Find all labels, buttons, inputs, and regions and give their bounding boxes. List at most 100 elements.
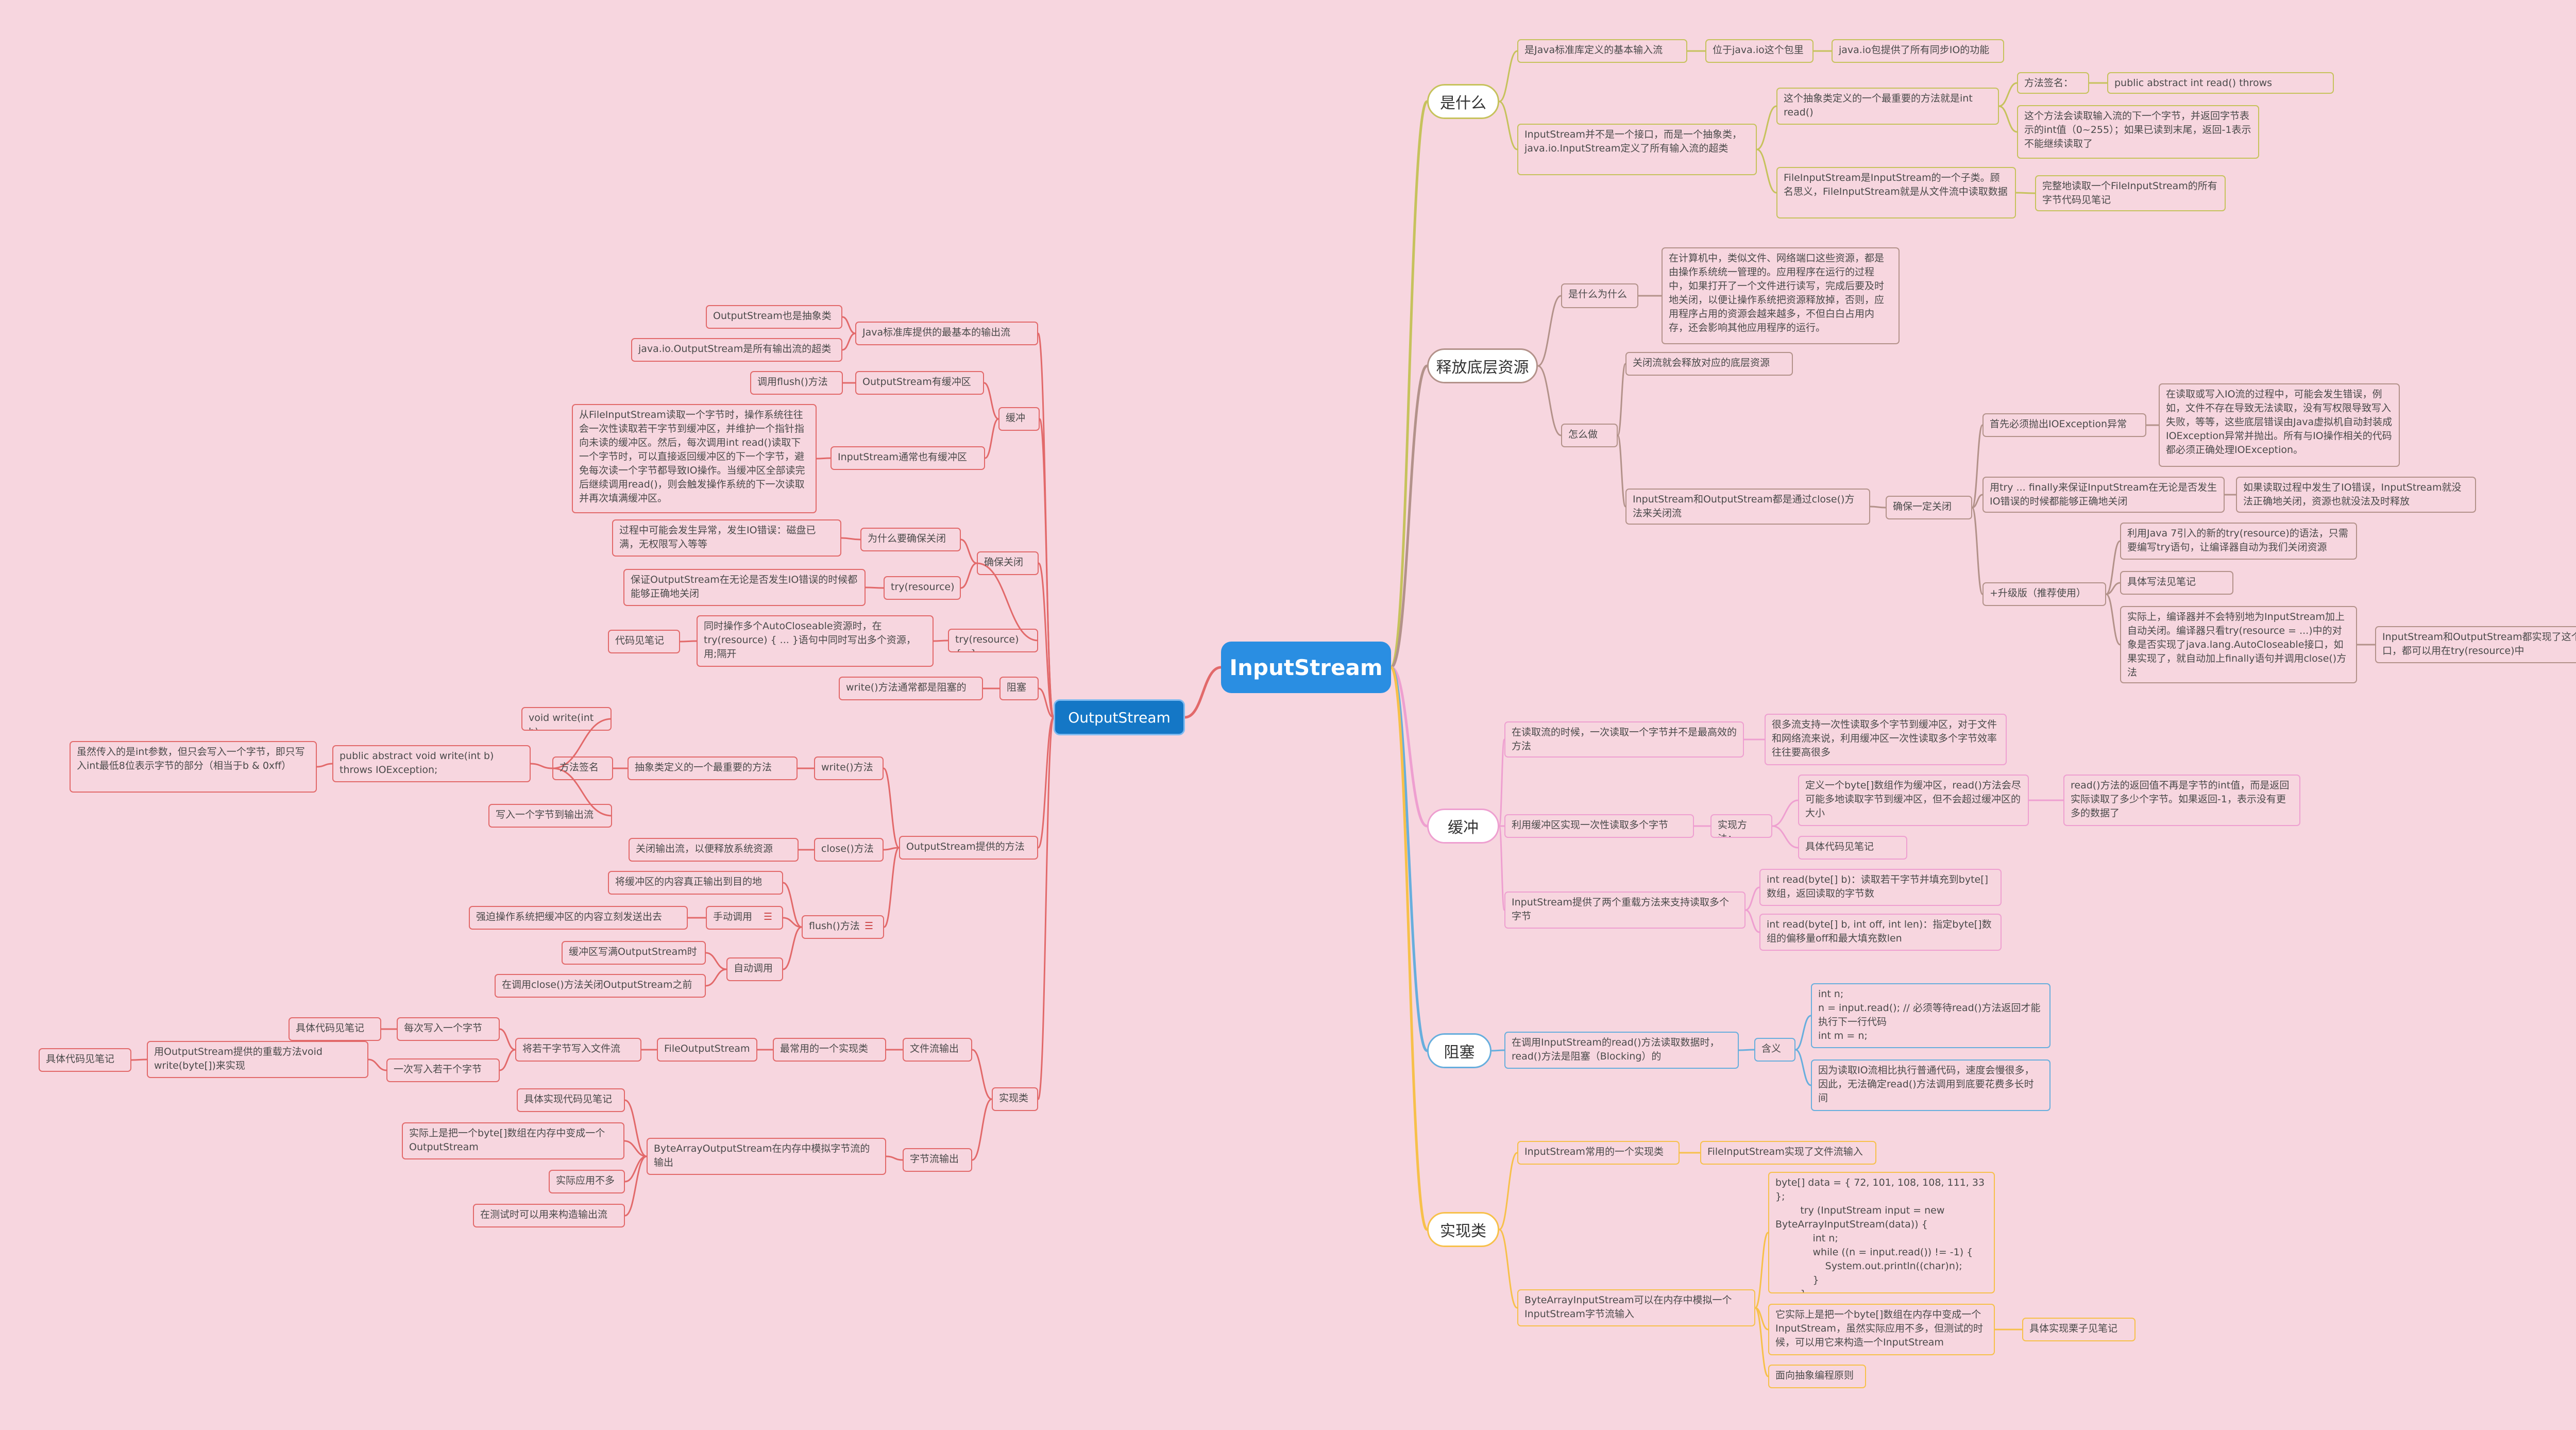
node-read-bytes[interactable]: int read(byte[] b)：读取若干字节并填充到byte[]数组，返回… <box>1759 869 2002 906</box>
node-implementation[interactable]: 实现方法： <box>1710 814 1772 838</box>
node-byte-output[interactable]: 字节流输出 <box>903 1148 972 1172</box>
node-try-finally[interactable]: 用try ... finally来保证InputStream在无论是否发生IO错… <box>1982 477 2225 513</box>
node-overloads[interactable]: InputStream提供了两个重载方法来支持读取多个字节 <box>1504 891 1745 929</box>
node-file-output[interactable]: 文件流输出 <box>903 1038 972 1062</box>
node-basic-output-stream[interactable]: Java标准库提供的最基本的输出流 <box>855 322 1038 345</box>
node-buffer-full[interactable]: 缓冲区写满OutputStream时 <box>562 941 706 965</box>
node-manual-call[interactable]: 手动调用 <box>706 906 783 930</box>
node-try-finally-reason[interactable]: 如果读取过程中发生了IO错误，InputStream就没法正确地关闭，资源也就没… <box>2236 477 2476 513</box>
node-example-notes[interactable]: 具体实现栗子见笔记 <box>2022 1318 2136 1341</box>
node-throw-ioexception[interactable]: 首先必须抛出IOException异常 <box>1982 413 2146 437</box>
node-read-multiple[interactable]: 利用缓冲区实现一次性读取多个字节 <box>1504 814 1694 838</box>
node-autocloseable[interactable]: 实际上，编译器并不会特别地为InputStream加上自动关闭。编译器只看try… <box>2120 606 2357 683</box>
node-ioexception-detail[interactable]: 在读取或写入IO流的过程中，可能会发生错误，例如，文件不存在导致无法读取，没有写… <box>2159 383 2400 467</box>
node-read-offset[interactable]: int read(byte[] b, int off, int len)：指定b… <box>1759 914 2002 951</box>
node-why-text[interactable]: 在计算机中，类似文件、网络端口这些资源，都是由操作系统统一管理的。应用程序在运行… <box>1662 247 1900 344</box>
node-byte-at-a-time[interactable]: 在读取流的时候，一次读取一个字节并不是最高效的方法 <box>1504 721 1744 758</box>
node-auto-call[interactable]: 自动调用 <box>726 957 783 981</box>
node-java-io-package[interactable]: 位于java.io这个包里 <box>1705 39 1814 63</box>
topic-buffer[interactable]: 缓冲 <box>1427 809 1499 844</box>
node-try-resource-out[interactable]: try(resource) <box>884 576 961 600</box>
node-meaning[interactable]: 含义 <box>1754 1038 1795 1062</box>
node-why[interactable]: 是什么为什么 <box>1561 283 1638 308</box>
output-stream-topic[interactable]: OutputStream <box>1054 699 1185 735</box>
node-low-8-bits[interactable]: 虽然传入的是int参数，但只会写入一个字节，即只写入int最低8位表示字节的部分… <box>70 741 317 793</box>
node-code-notes[interactable]: 具体代码见笔记 <box>1798 836 1907 860</box>
node-call-flush[interactable]: 调用flush()方法 <box>750 371 843 395</box>
node-code-sample[interactable]: byte[] data = { 72, 101, 108, 108, 111, … <box>1768 1172 1995 1293</box>
node-int-read[interactable]: 这个抽象类定义的一个最重要的方法就是int read() <box>1776 88 1999 125</box>
node-file-input-impl[interactable]: FileInputStream实现了文件流输入 <box>1700 1141 1876 1165</box>
node-see-notes[interactable]: 具体写法见笔记 <box>2120 571 2233 595</box>
node-signature-out[interactable]: 方法签名 <box>552 756 613 780</box>
node-write-blocking[interactable]: write()方法通常都是阻塞的 <box>839 677 983 700</box>
node-ensure-close[interactable]: 确保一定关闭 <box>1886 496 1972 519</box>
node-release-system[interactable]: 关闭输出流，以便释放系统资源 <box>629 838 799 862</box>
node-close-releases[interactable]: 关闭流就会释放对应的底层资源 <box>1625 352 1793 376</box>
node-output-buffer[interactable]: 缓冲 <box>998 407 1040 431</box>
topic-release-resources[interactable]: 释放底层资源 <box>1427 348 1538 383</box>
node-both-implement[interactable]: InputStream和OutputStream都实现了这个接口，都可以用在tr… <box>2375 626 2576 663</box>
collapse-marker-icon[interactable]: ☰ <box>764 911 773 922</box>
node-output-abstract[interactable]: OutputStream也是抽象类 <box>706 305 842 329</box>
node-output-impl[interactable]: 实现类 <box>992 1087 1038 1111</box>
node-baos-notes[interactable]: 具体实现代码见笔记 <box>517 1088 625 1112</box>
node-most-common[interactable]: 最常用的一个实现类 <box>773 1038 886 1062</box>
node-ensure-close-out[interactable]: 确保关闭 <box>977 551 1039 575</box>
node-how[interactable]: 怎么做 <box>1561 424 1618 447</box>
node-file-output-stream[interactable]: FileOutputStream <box>657 1038 757 1062</box>
node-close-method[interactable]: InputStream和OutputStream都是通过close()方法来关闭… <box>1625 489 1870 525</box>
node-read-return-count[interactable]: read()方法的返回值不再是字节的int值，而是返回实际读取了多少个字节。如果… <box>2063 775 2300 826</box>
node-abstract-principle[interactable]: 面向抽象编程原则 <box>1768 1365 1866 1388</box>
node-try-resource[interactable]: 利用Java 7引入的新的try(resource)的语法，只需要编写try语句… <box>2120 523 2357 560</box>
topic-implementations[interactable]: 实现类 <box>1427 1212 1499 1247</box>
node-byte-array-input[interactable]: ByteArrayInputStream可以在内存中模拟一个InputStrea… <box>1517 1289 1755 1326</box>
node-void-write[interactable]: void write(int b) <box>521 707 612 731</box>
node-flush-dest[interactable]: 将缓冲区的内容真正输出到目的地 <box>608 871 783 895</box>
node-read-all-bytes[interactable]: 完整地读取一个FileInputStream的所有字节代码见笔记 <box>2035 175 2226 211</box>
node-code-notes-out[interactable]: 代码见笔记 <box>608 630 680 653</box>
node-buffer-efficiency[interactable]: 很多流支持一次性读取多个字节到缓冲区，对于文件和网络流来说，利用缓冲区一次性读取… <box>1765 714 2007 765</box>
node-multi-resources[interactable]: 同时操作多个AutoCloseable资源时，在try(resource) { … <box>697 615 934 667</box>
node-abstract-class[interactable]: InputStream并不是一个接口，而是一个抽象类，java.io.Input… <box>1517 124 1757 175</box>
node-file-input-stream[interactable]: FileInputStream是InputStream的一个子类。顾名思义，Fi… <box>1776 167 2016 218</box>
node-signature-label[interactable]: 方法签名： <box>2017 72 2089 94</box>
topic-shi-shen-me[interactable]: 是什么 <box>1427 84 1499 119</box>
node-testing-use[interactable]: 在测试时可以用来构造输出流 <box>473 1204 625 1227</box>
node-input-has-buffer[interactable]: InputStream通常也有缓冲区 <box>831 446 985 470</box>
node-byte-array-buffer[interactable]: 定义一个byte[]数组作为缓冲区，read()方法会尽可能多地读取字节到缓冲区… <box>1798 775 2029 826</box>
node-one-byte-notes[interactable]: 具体代码见笔记 <box>289 1017 381 1041</box>
node-output-methods[interactable]: OutputStream提供的方法 <box>899 836 1038 860</box>
node-try-resource-text[interactable]: 保证OutputStream在无论是否发生IO错误的时候都能够正确地关闭 <box>623 569 866 606</box>
node-sync-io[interactable]: java.io包提供了所有同步IO的功能 <box>1832 39 2004 63</box>
node-write-method[interactable]: write()方法 <box>814 756 884 780</box>
node-write-byte-array[interactable]: 用OutputStream提供的重载方法void write(byte[])来实… <box>147 1041 368 1078</box>
node-common-impl[interactable]: InputStream常用的一个实现类 <box>1517 1141 1680 1165</box>
node-try-resource-multi[interactable]: try(resource){...} <box>948 629 1038 652</box>
node-before-close[interactable]: 在调用close()方法关闭OutputStream之前 <box>495 974 706 998</box>
node-basic-input-stream[interactable]: 是Java标准库定义的基本输入流 <box>1517 39 1687 63</box>
node-blocking-code[interactable]: int n; n = input.read(); // 必须等待read()方法… <box>1811 983 2050 1048</box>
node-many-bytes[interactable]: 一次写入若干个字节 <box>386 1058 500 1082</box>
node-blocking-reason[interactable]: 因为读取IO流相比执行普通代码，速度会慢很多，因此，无法确定read()方法调用… <box>1811 1059 2050 1111</box>
node-force-send[interactable]: 强迫操作系统把缓冲区的内容立刻发送出去 <box>469 906 688 930</box>
node-write-signature[interactable]: public abstract void write(int b) throws… <box>332 745 531 782</box>
node-why-close-text[interactable]: 过程中可能会发生异常，发生IO错误：磁盘已满，无权限写入等等 <box>612 519 841 557</box>
node-blocking-out[interactable]: 阻塞 <box>999 677 1039 700</box>
node-read-return[interactable]: 这个方法会读取输入流的下一个字节，并返回字节表示的int值（0~255）；如果已… <box>2017 105 2259 159</box>
node-byte-array-explain[interactable]: 它实际上是把一个byte[]数组在内存中变成一个InputStream，虽然实际… <box>1768 1304 1995 1355</box>
node-read-signature[interactable]: public abstract int read() throws IOExce… <box>2107 72 2334 94</box>
node-write-to-file[interactable]: 将若干字节写入文件流 <box>515 1038 641 1062</box>
node-rarely-used[interactable]: 实际应用不多 <box>549 1170 625 1193</box>
node-buffer-explain[interactable]: 从FileInputStream读取一个字节时，操作系统往往会一次性读取若干字节… <box>572 404 817 513</box>
node-byte-array-output[interactable]: ByteArrayOutputStream在内存中模拟字节流的输出 <box>647 1138 886 1175</box>
node-read-blocking[interactable]: 在调用InputStream的read()方法读取数据时，read()方法是阻塞… <box>1504 1032 1739 1069</box>
node-baos-array[interactable]: 实际上是把一个byte[]数组在内存中变成一个OutputStream <box>402 1122 624 1159</box>
node-one-byte[interactable]: 每次写入一个字节 <box>397 1017 500 1041</box>
node-write-one-byte[interactable]: 写入一个字节到输出流 <box>488 804 612 828</box>
central-topic-inputstream[interactable]: InputStream <box>1221 642 1391 693</box>
collapse-marker-icon[interactable]: ☰ <box>865 920 874 932</box>
node-write-important[interactable]: 抽象类定义的一个最重要的方法 <box>628 756 798 780</box>
topic-blocking[interactable]: 阻塞 <box>1427 1033 1492 1068</box>
node-output-superclass[interactable]: java.io.OutputStream是所有输出流的超类 <box>631 338 842 362</box>
